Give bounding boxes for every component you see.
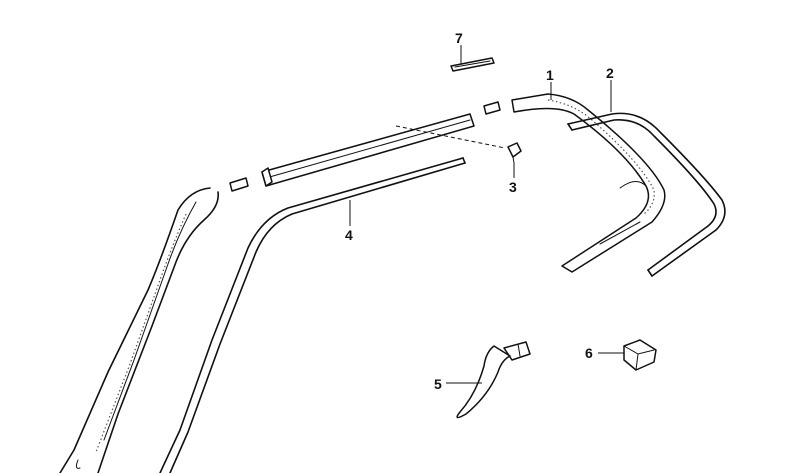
part-1-corner-trim [511,82,666,273]
plug-connector-right [483,101,501,115]
callout-7: 7 [455,30,463,46]
callout-6: 6 [585,345,593,361]
callout-5: 5 [434,376,442,392]
part-2-arch-seal [567,80,726,277]
part-6-end-cap [598,339,657,371]
part-4-window-moulding [159,157,466,473]
part-3-clip [507,142,522,178]
callout-3: 3 [509,179,517,195]
callout-2: 2 [606,65,614,81]
callout-1: 1 [546,67,554,83]
callout-4: 4 [345,227,353,243]
plug-connector-left [229,177,249,192]
pillar-trim-left [59,187,220,473]
part-7-strip [450,45,495,72]
roof-rail-moulding [261,113,506,187]
part-5-bracket [446,341,531,419]
